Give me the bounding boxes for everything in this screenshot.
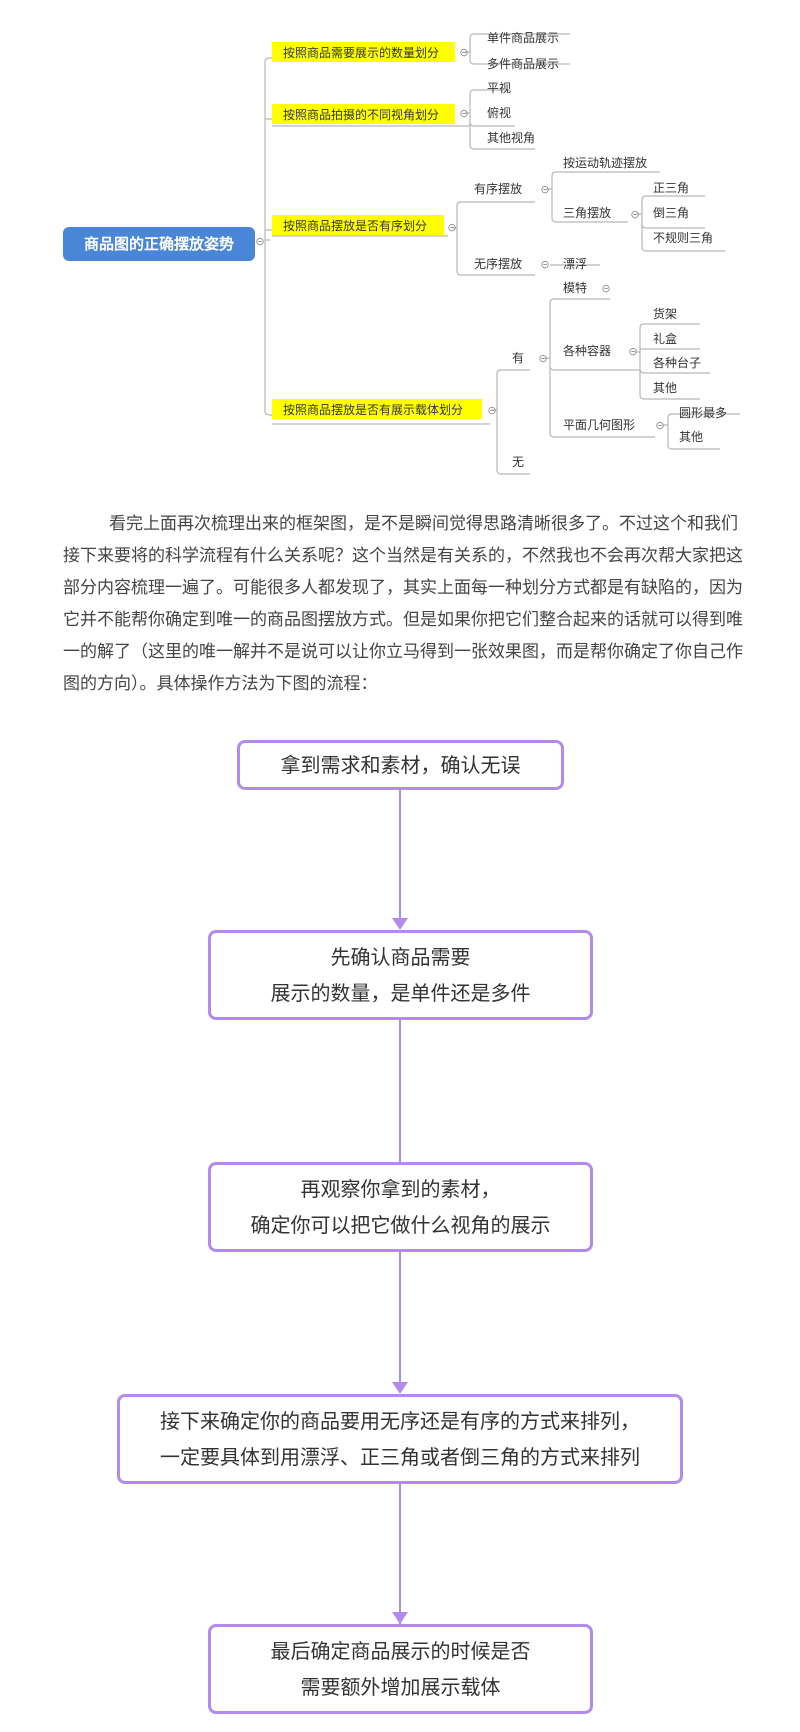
flow-step-3: 再观察你拿到的素材， 确定你可以把它做什么视角的展示 (208, 1162, 593, 1252)
collapse-icon[interactable]: ⊝ (628, 345, 637, 358)
category-3-label: 按照商品摆放是否有序划分 (283, 218, 427, 233)
collapse-icon[interactable]: ⊝ (540, 258, 549, 271)
leaf-triangle: 三角摆放 (563, 205, 611, 220)
flow-step-4: 接下来确定你的商品要用无序还是有序的方式来排列， 一定要具体到用漂浮、正三角或者… (117, 1394, 683, 1484)
leaf-containers: 各种容器 (563, 343, 611, 358)
flow-arrow-icon (392, 1382, 408, 1394)
leaf-model: 模特 (563, 280, 587, 295)
leaf-top: 俯视 (487, 105, 511, 120)
leaf-shelf: 货架 (653, 306, 677, 321)
collapse-icon[interactable]: ⊝ (487, 404, 496, 417)
leaf-unordered: 无序摆放 (474, 256, 522, 271)
flow-step-3-line-1: 再观察你拿到的素材， (300, 1177, 501, 1201)
leaf-flat: 平视 (487, 80, 511, 95)
category-2-highlight (272, 104, 455, 124)
flow-connector (399, 1020, 401, 1162)
flow-step-2: 先确认商品需要 展示的数量，是单件还是多件 (208, 930, 593, 1020)
collapse-icon[interactable]: ⊝ (540, 183, 549, 196)
leaf-giftbox: 礼盒 (653, 331, 677, 346)
flow-step-4-line-1: 接下来确定你的商品要用无序还是有序的方式来排列， (160, 1409, 640, 1433)
category-4-label: 按照商品摆放是否有展示载体划分 (283, 402, 463, 417)
leaf-circle-most: 圆形最多 (679, 406, 727, 420)
flow-connector (399, 790, 401, 918)
flow-step-1-line-1: 拿到需求和素材，确认无误 (280, 753, 521, 777)
collapse-icon[interactable]: ⊝ (630, 208, 639, 221)
leaf-ordered: 有序摆放 (474, 181, 522, 196)
flow-connector (399, 1484, 401, 1624)
flow-step-5-line-1: 最后确定商品展示的时候是否 (270, 1639, 531, 1663)
leaf-float: 漂浮 (563, 257, 587, 271)
leaf-has: 有 (512, 351, 524, 365)
leaf-other-2: 其他 (679, 430, 703, 444)
leaf-stands: 各种台子 (653, 355, 701, 370)
body-paragraph: 看完上面再次梳理出来的框架图，是不是瞬间觉得思路清晰很多了。不过这个和我们接下来… (63, 514, 743, 694)
flow-step-4-line-2: 一定要具体到用漂浮、正三角或者倒三角的方式来排列 (160, 1445, 640, 1469)
collapse-icon[interactable]: ⊝ (655, 419, 664, 432)
collapse-icon[interactable]: ⊝ (538, 352, 547, 365)
collapse-icon[interactable]: ⊝ (459, 46, 468, 59)
flow-connector (399, 1252, 401, 1392)
category-1-highlight (272, 42, 455, 62)
collapse-icon[interactable]: ⊝ (255, 235, 264, 248)
leaf-irregular-tri: 不规则三角 (653, 230, 713, 245)
category-3-highlight (272, 215, 444, 235)
category-2-label: 按照商品拍摄的不同视角划分 (283, 107, 439, 122)
flow-step-1: 拿到需求和素材，确认无误 (237, 740, 564, 790)
leaf-motion: 按运动轨迹摆放 (563, 155, 647, 170)
collapse-icon[interactable]: ⊝ (459, 107, 468, 120)
leaf-inverted-tri: 倒三角 (653, 206, 689, 220)
leaf-geometry: 平面几何图形 (563, 418, 635, 432)
leaf-upright-tri: 正三角 (653, 181, 689, 195)
category-1-label: 按照商品需要展示的数量划分 (283, 45, 439, 60)
mind-map: 商品图的正确摆放姿势 按照商品需要展示的数量划分 按照商品拍摄的不同视角划分 按… (63, 30, 740, 475)
collapse-icon[interactable]: ⊝ (447, 221, 456, 234)
flow-step-5-line-2: 需要额外增加展示载体 (300, 1675, 501, 1699)
leaf-none: 无 (512, 455, 524, 469)
flow-step-2-line-2: 展示的数量，是单件还是多件 (270, 981, 531, 1005)
flow-arrow-icon (392, 1612, 408, 1624)
flow-step-3-line-2: 确定你可以把它做什么视角的展示 (250, 1213, 551, 1237)
collapse-icon[interactable]: ⊝ (601, 282, 610, 295)
leaf-other-view: 其他视角 (487, 130, 535, 145)
category-4-highlight (272, 399, 482, 419)
mind-map-root-label: 商品图的正确摆放姿势 (84, 235, 234, 253)
mind-map-root-node (63, 227, 255, 261)
leaf-single: 单件商品展示 (487, 30, 559, 45)
flow-step-2-line-1: 先确认商品需要 (330, 945, 471, 969)
flow-step-5: 最后确定商品展示的时候是否 需要额外增加展示载体 (208, 1624, 593, 1714)
leaf-multi: 多件商品展示 (487, 56, 559, 71)
flow-arrow-icon (392, 918, 408, 930)
leaf-other-1: 其他 (653, 381, 677, 395)
